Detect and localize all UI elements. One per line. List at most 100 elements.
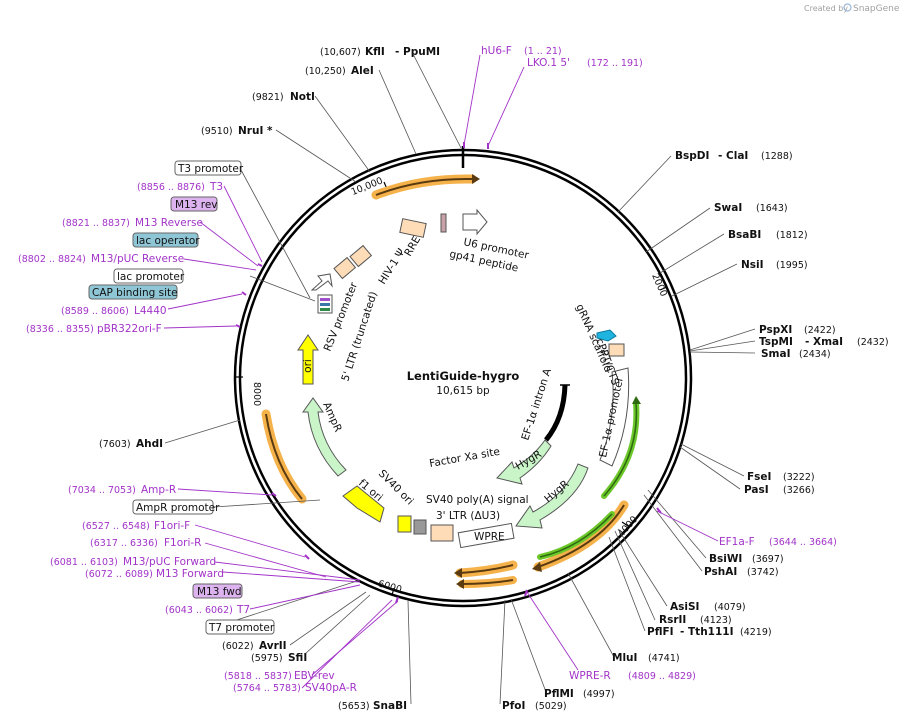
enzyme-pos: (10,250) xyxy=(305,66,346,77)
primer-ticks xyxy=(235,142,662,604)
enzyme-pos: (4741) xyxy=(648,653,680,664)
primer-name: F1ori-R xyxy=(164,537,201,549)
enzyme-name: PfoI xyxy=(502,700,525,712)
primer-pos: (6072 .. 6089) xyxy=(85,569,153,580)
ampr-promoter-box xyxy=(132,499,214,515)
enzyme-pos: (1812) xyxy=(776,230,808,241)
primer-pos: (7034 .. 7053) xyxy=(68,485,136,496)
leader-lines xyxy=(164,51,756,705)
enzyme-name: BspDI xyxy=(675,150,709,162)
enzyme-pos: (4123) xyxy=(700,615,732,626)
boxed-label: CAP binding site xyxy=(92,287,178,299)
enzyme-name: RsrII xyxy=(659,614,686,626)
enzyme-name: MluI xyxy=(612,652,637,664)
primer-pos: (4809 .. 4829) xyxy=(628,671,696,682)
enzyme-pos: (2422) xyxy=(804,325,836,336)
primer-pos: (3644 .. 3664) xyxy=(769,537,837,548)
boxed-labels: T3 promoter M13 rev lac operator lac pro… xyxy=(88,160,275,635)
snapgene-logo-icon xyxy=(843,3,852,12)
enzyme-pos: (5975) xyxy=(251,653,283,664)
primer-pos: (5818 .. 5837) xyxy=(224,671,292,682)
primer-pos: (8802 .. 8824) xyxy=(18,254,86,265)
enzyme-extra: - PpuMI xyxy=(395,46,440,58)
enzyme-name: FseI xyxy=(747,471,771,483)
cppt-feature xyxy=(608,343,625,357)
rre-feature xyxy=(399,218,427,238)
enzyme-name: NsiI xyxy=(741,259,764,271)
primer-pos: (8589 .. 8606) xyxy=(61,306,129,317)
primer-name: EBV-rev xyxy=(294,670,335,682)
outer-feature-arcs xyxy=(261,174,641,589)
f1-ori-feature xyxy=(342,485,385,523)
enzyme-name: SwaI xyxy=(714,202,742,214)
primer-pos: (6081 .. 6103) xyxy=(50,557,118,568)
primer-name: T7 xyxy=(236,604,250,616)
sv40-ori-label: SV40 ori xyxy=(376,468,416,508)
enzyme-pos: (2432) xyxy=(857,337,889,348)
hygr-feature-outer xyxy=(515,463,589,529)
enzyme-pos: (1995) xyxy=(776,260,808,271)
primer-name: M13 Reverse xyxy=(135,217,203,229)
enzyme-name: PflMI xyxy=(544,688,574,700)
primer-name: WPRE-R xyxy=(569,670,611,682)
enzyme-extra: - ClaI xyxy=(718,150,748,162)
ltr5-box-feature xyxy=(333,256,357,280)
primer-name: M13/pUC Reverse xyxy=(91,253,184,265)
primer-pos: (6043 .. 6062) xyxy=(165,605,233,616)
enzyme-pos: (6022) xyxy=(222,641,254,652)
primer-pos: (172 .. 191) xyxy=(587,58,643,69)
sv40-polya-feature xyxy=(413,519,427,535)
boxed-label: T7 promoter xyxy=(208,622,275,634)
enzyme-extra: - XmaI xyxy=(805,336,843,348)
primer-name: SV40pA-R xyxy=(305,682,357,694)
snapgene-credit: Created by SnapGene xyxy=(804,3,900,14)
enzyme-pos: (2434) xyxy=(799,349,831,360)
primer-pos: (8821 .. 8837) xyxy=(62,218,130,229)
boxed-label: M13 rev xyxy=(175,199,218,211)
enzyme-name: NotI xyxy=(290,91,315,103)
primer-pos: (1 .. 21) xyxy=(524,46,562,57)
enzyme-pos: (3697) xyxy=(752,554,784,565)
t7-promoter-box xyxy=(205,619,275,635)
primer-name: hU6-F xyxy=(481,45,512,57)
wpre-label: WPRE xyxy=(474,531,505,543)
enzyme-pos: (3222) xyxy=(783,472,815,483)
enzyme-name: PshAI xyxy=(704,566,737,578)
m13-fwd-box xyxy=(192,583,243,599)
enzyme-name: SmaI xyxy=(761,348,791,360)
enzyme-name: AleI xyxy=(351,65,374,77)
enzyme-pos: (4219) xyxy=(740,627,772,638)
primer-name: T3 xyxy=(209,181,223,193)
ori-label: ori xyxy=(302,359,314,373)
primer-pos: (8856 .. 8876) xyxy=(137,182,205,193)
enzyme-labels: (10,607) KflI - PpuMI (10,250) AleI (982… xyxy=(99,46,889,712)
credit-prefix: Created by xyxy=(804,4,848,13)
enzyme-pos: (3266) xyxy=(783,485,815,496)
ampr-label: AmpR xyxy=(320,400,344,434)
sv40-ori-feature xyxy=(397,515,412,533)
enzyme-name: PasI xyxy=(744,484,769,496)
primer-name: pBR322ori-F xyxy=(97,323,162,335)
enzyme-name: NruI * xyxy=(238,125,273,137)
enzyme-pos: (7603) xyxy=(99,439,131,450)
enzyme-pos: (3742) xyxy=(747,567,779,578)
gp41-feature xyxy=(440,213,447,233)
primer-leader-lines xyxy=(163,54,719,689)
ef1a-intron-label: EF-1α intron A xyxy=(519,366,554,442)
wpre-feature xyxy=(457,522,515,549)
lac-promoter-box xyxy=(113,268,184,284)
enzyme-pos: (4997) xyxy=(583,689,615,700)
enzyme-name: SfiI xyxy=(288,652,307,664)
primer-name: EF1a-F xyxy=(719,536,755,548)
boxed-label: lac operator xyxy=(136,235,200,247)
primer-pos: (6527 .. 6548) xyxy=(82,521,150,532)
enzyme-pos: (4079) xyxy=(714,602,746,613)
boxed-label: lac promoter xyxy=(117,271,185,283)
ltr3-label: 3' LTR (ΔU3) xyxy=(436,510,500,522)
sv40pa-label: SV40 poly(A) signal xyxy=(426,494,529,506)
boxed-label: T3 promoter xyxy=(177,163,244,175)
ori-feature xyxy=(297,334,319,385)
hiv-psi-label: HIV-1 Ψ xyxy=(376,247,407,287)
u6-promoter-feature xyxy=(462,208,488,236)
